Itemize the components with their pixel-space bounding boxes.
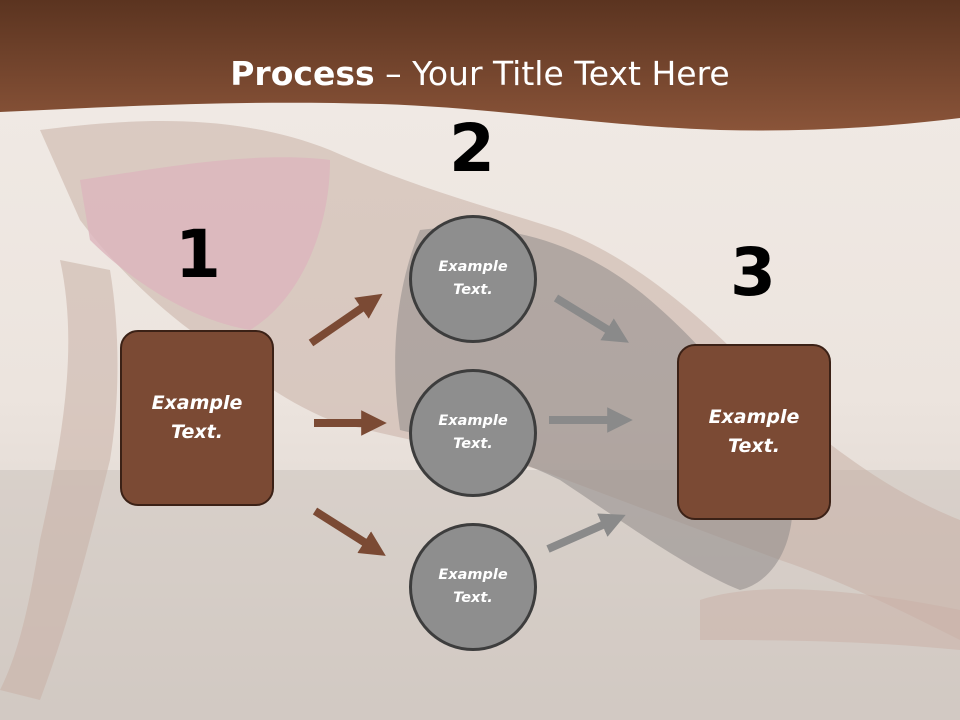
step-1-box[interactable]: Example Text.: [120, 330, 274, 506]
step-1-box-text: Example Text.: [151, 392, 243, 443]
title-banner: [0, 0, 960, 131]
circle-bottom[interactable]: Example Text.: [409, 523, 537, 651]
page-title: Process – Your Title Text Here: [0, 52, 960, 96]
arrow-bottom-to-right: [546, 513, 626, 553]
arrow-top-to-right: [553, 294, 629, 343]
step-3-box[interactable]: Example Text.: [677, 344, 831, 520]
title-bold: Process: [230, 54, 375, 93]
arrow-left-to-bottom: [312, 507, 386, 556]
circle-middle[interactable]: Example Text.: [409, 369, 537, 497]
step-number-1: 1: [175, 216, 221, 293]
circle-bottom-text: Example Text.: [438, 567, 508, 606]
circle-top[interactable]: Example Text.: [409, 215, 537, 343]
step-number-3: 3: [730, 234, 776, 311]
title-rest: – Your Title Text Here: [374, 54, 730, 93]
step-number-2: 2: [449, 110, 495, 187]
circle-top-text: Example Text.: [438, 259, 508, 298]
step-3-box-text: Example Text.: [708, 406, 800, 457]
arrow-left-to-top: [308, 293, 383, 347]
circle-middle-text: Example Text.: [438, 413, 508, 452]
